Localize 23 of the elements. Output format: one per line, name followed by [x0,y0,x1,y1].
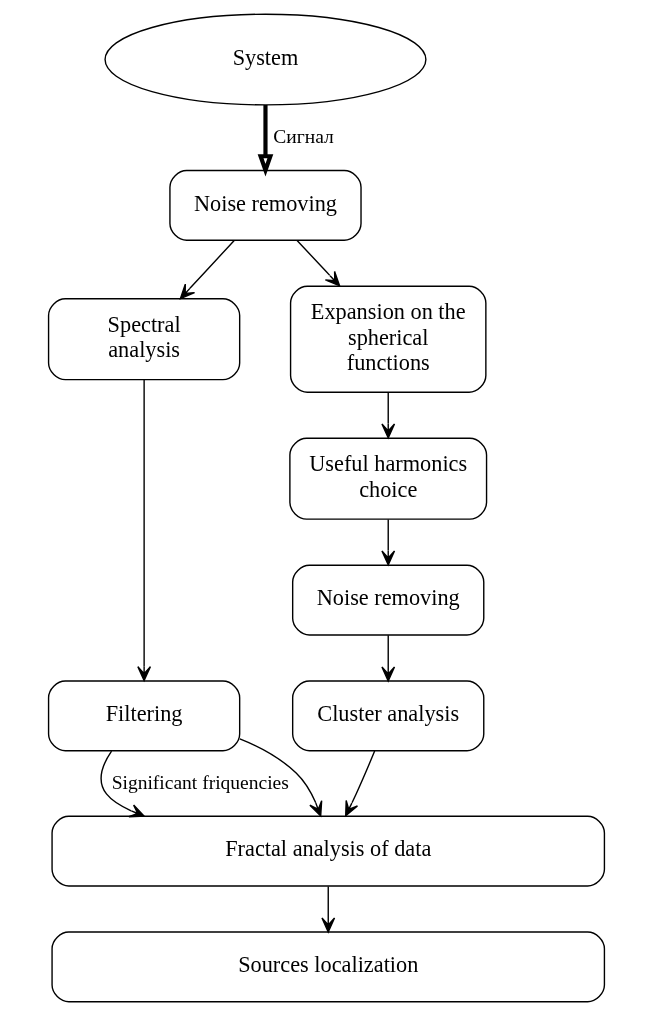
arrow [320,885,335,933]
arrow [380,634,395,682]
edge-label: Сигнал [272,125,334,147]
arrow [295,239,340,287]
node-box: Useful harmonics choice [288,437,487,520]
node-ellipse: System [103,13,427,106]
node-box: Expansion on the spherical functions [289,285,487,393]
arrow [344,750,375,817]
node-box: Noise removing [168,169,362,241]
node-box: Fractal analysis of data [50,815,605,887]
node-box: Filtering [47,680,240,752]
arrow [136,379,151,682]
arrow [380,391,395,439]
arrow [179,239,235,300]
arrow [238,738,322,817]
node-box: Cluster analysis [291,680,484,752]
node-box: Spectral analysis [47,298,240,381]
arrow [257,105,273,177]
node-box: Sources localization [50,931,605,1003]
edge-label: Significant friquencies [111,771,289,793]
node-box: Noise removing [291,564,484,636]
arrow [100,750,145,818]
arrow [380,518,395,566]
